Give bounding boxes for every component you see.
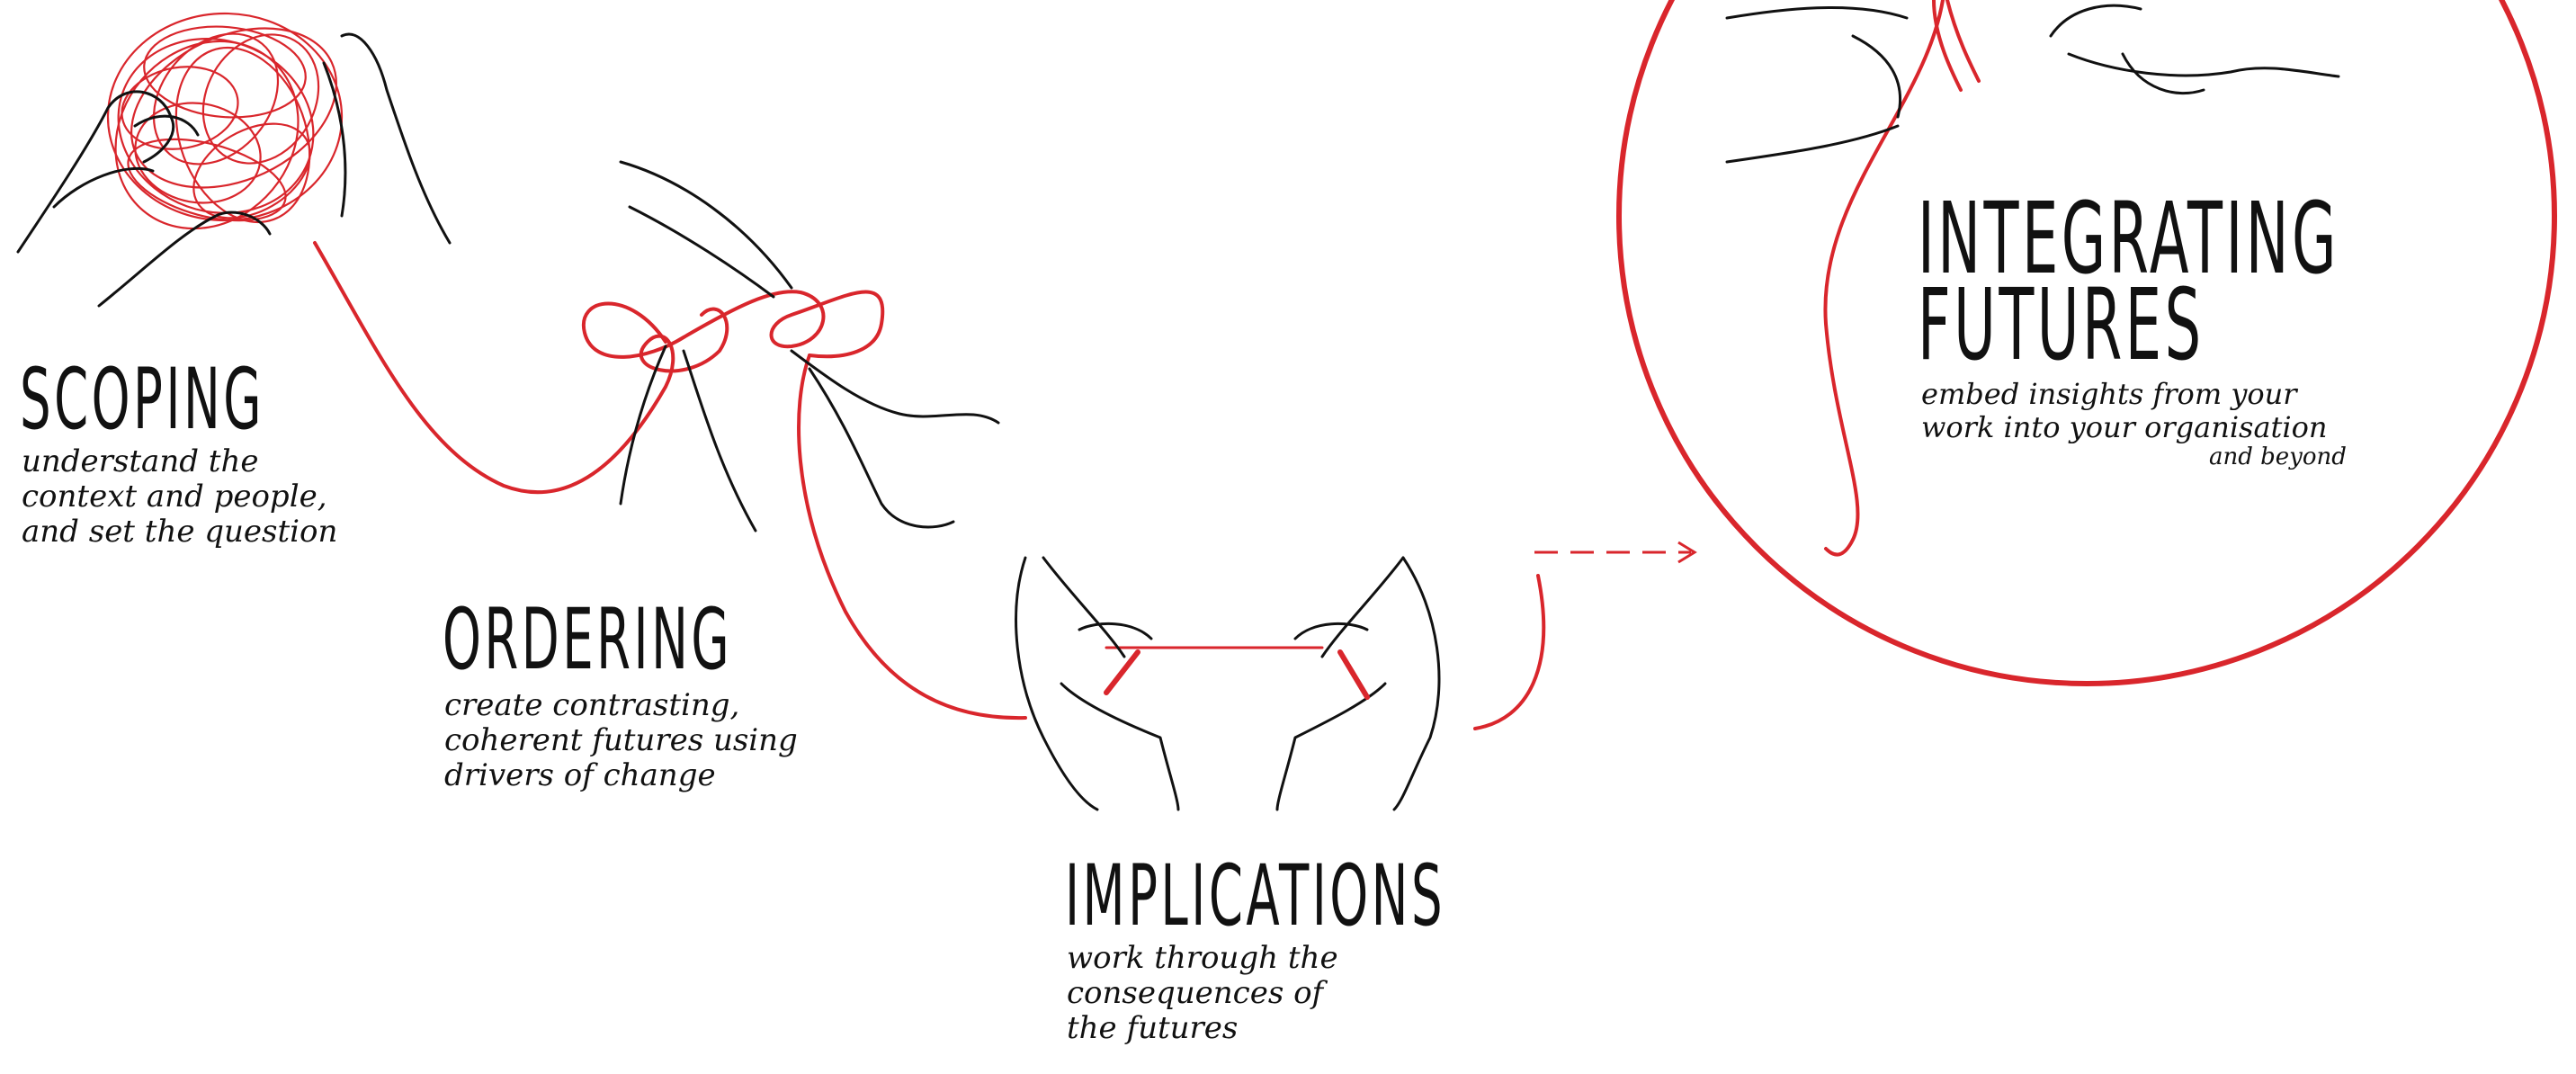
description-line: and set the question [22,515,337,550]
implications-hands-illustration [1016,558,1439,810]
integrating-futures-description: embed insights from your work into your … [1921,378,2347,470]
red-thread [315,243,727,492]
integrating-futures-title-line-2: FUTURES [1918,275,2205,374]
scoping-description: understand the context and people, and s… [22,444,337,550]
tangled-ball [78,0,362,265]
description-line: work into your organisation [1921,411,2347,444]
description-line: the futures [1067,1011,1338,1046]
implications-title: IMPLICATIONS [1065,855,1445,939]
description-line: and beyond [1921,444,2347,471]
implications-description: work through the consequences of the fut… [1067,941,1338,1046]
dashed-arrow-connector [1534,542,1695,562]
description-line: context and people, [22,479,337,515]
thread-to-implications [799,355,1025,718]
description-line: embed insights from your [1921,378,2347,411]
description-line: create contrasting, [444,688,798,723]
ordering-description: create contrasting, coherent futures usi… [444,688,798,793]
description-line: understand the [22,444,337,479]
scoping-hands-illustration [18,34,450,306]
ordering-thread-loops [584,291,882,357]
description-line: drivers of change [444,758,798,793]
description-line: consequences of [1067,976,1338,1011]
thread-tail-right [1475,576,1543,729]
integrating-hands-illustration [1727,5,2339,162]
implications-thread-pinch [1106,652,1367,697]
description-line: coherent futures using [444,723,798,758]
ordering-hands-illustration [621,162,998,531]
scoping-title: SCOPING [20,358,264,443]
ordering-title: ORDERING [443,598,732,683]
description-line: work through the [1067,941,1338,976]
